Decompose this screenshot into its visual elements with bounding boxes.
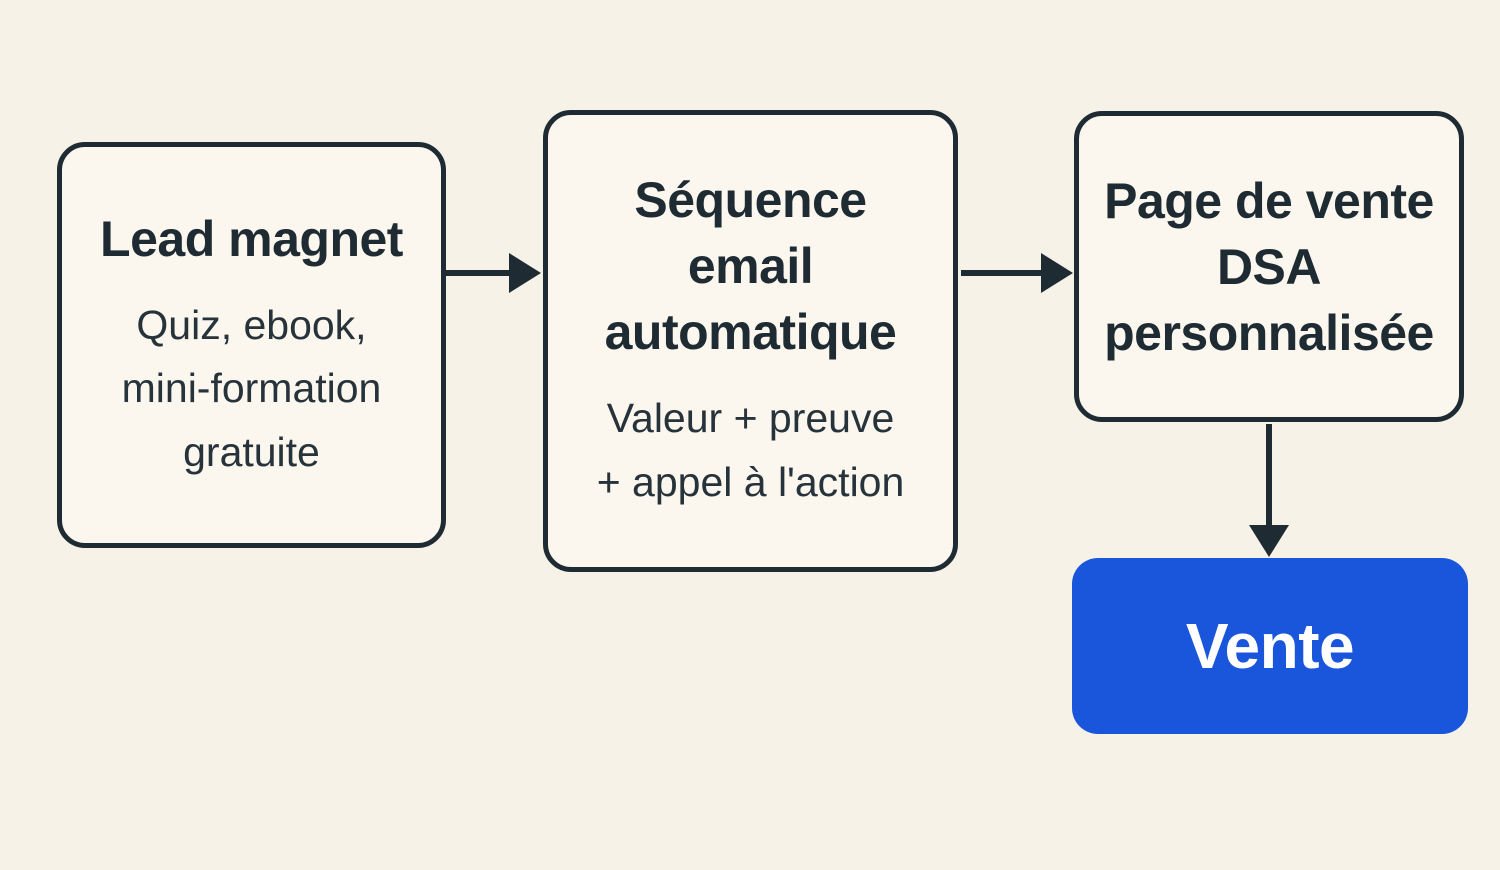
arrow-head <box>1249 525 1289 557</box>
node-lead-magnet-subtitle: Quiz, ebook, mini-formation gratuite <box>121 301 382 475</box>
arrow-shaft <box>961 270 1041 276</box>
node-sales-page-title: Page de vente DSA personnalisée <box>1104 172 1434 361</box>
arrow-down-icon <box>1249 424 1289 557</box>
arrow-right-icon <box>446 253 541 293</box>
node-lead-magnet: Lead magnet Quiz, ebook, mini-formation … <box>57 142 446 548</box>
node-sales-page: Page de vente DSA personnalisée <box>1074 111 1464 422</box>
node-email-sequence-title: Séquence email automatique <box>604 172 897 361</box>
node-lead-magnet-title: Lead magnet <box>100 210 403 267</box>
arrow-head <box>509 253 541 293</box>
arrow-right-icon <box>961 253 1073 293</box>
node-email-sequence: Séquence email automatique Valeur + preu… <box>543 110 958 572</box>
node-email-sequence-subtitle: Valeur + preuve + appel à l'action <box>596 395 905 505</box>
arrow-shaft <box>446 270 509 276</box>
node-sale: Vente <box>1072 558 1468 734</box>
arrow-shaft <box>1266 424 1272 525</box>
node-sale-label: Vente <box>1185 610 1355 682</box>
arrow-head <box>1041 253 1073 293</box>
